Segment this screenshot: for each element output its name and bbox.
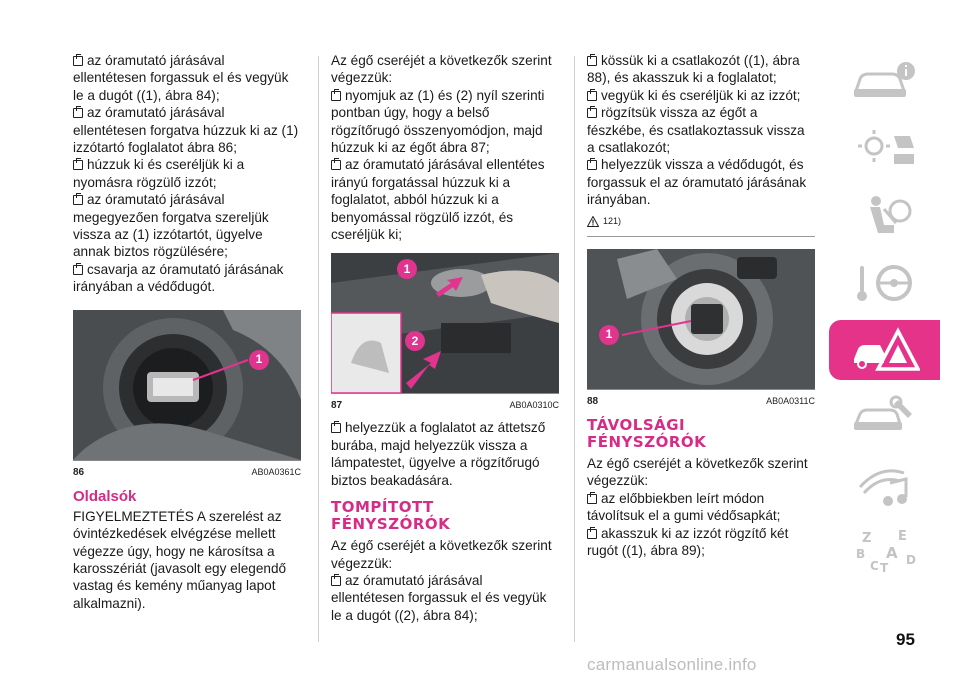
chapter-tabs: Z E B A C T D xyxy=(829,52,940,588)
column-2: Az égő cseréjét a következők szerint vég… xyxy=(331,52,559,624)
checkbox-bullet-icon xyxy=(587,491,597,504)
intro-paragraph: Az égő cseréjét a következők szerint vég… xyxy=(587,456,808,489)
warning-reference: 121) xyxy=(587,213,815,230)
list-item: az előbbiekben leírt módon távolítsuk el… xyxy=(587,490,781,524)
warning-triangle-icon xyxy=(587,215,599,227)
section-title-tompitott: TOMPÍTOTT FÉNYSZÓRÓK xyxy=(331,498,451,534)
list-item: csavarja az óramutató járásának irányába… xyxy=(73,261,284,295)
checkbox-bullet-icon xyxy=(331,88,341,101)
figure-caption: 88 AB0A0311C xyxy=(587,396,815,407)
tab-emergency[interactable] xyxy=(829,320,940,380)
index-letter: T xyxy=(880,561,889,574)
column-divider xyxy=(574,56,575,642)
car-info-icon xyxy=(853,62,915,97)
checkbox-bullet-icon xyxy=(73,262,83,275)
checkbox-bullet-icon xyxy=(587,526,597,539)
column-3: kössük ki a csatlakozót ((1), ábra 88), … xyxy=(587,52,815,560)
list-item: az óramutató járásával ellentétesen forg… xyxy=(73,53,289,103)
fog-lamp-removal-illustration xyxy=(331,253,559,394)
checkbox-bullet-icon xyxy=(73,54,83,66)
tab-alphabet-index[interactable]: Z E B A C T D xyxy=(829,521,940,581)
instruction-list: az előbbiekben leírt módon távolítsuk el… xyxy=(587,490,815,560)
instruction-list: nyomjuk az (1) és (2) nyíl szerinti pont… xyxy=(331,87,559,244)
index-letter: C xyxy=(870,559,879,573)
figure-caption: 86 AB0A0361C xyxy=(73,467,301,478)
checkbox-bullet-icon xyxy=(73,158,83,171)
tab-airbag-seat[interactable] xyxy=(829,186,940,246)
list-item: rögzítsük vissza az égőt a fészkébe, és … xyxy=(587,105,805,156)
checkbox-bullet-icon xyxy=(587,158,597,171)
checkbox-bullet-icon xyxy=(331,158,341,171)
list-item: húzzuk ki és cseréljük ki a nyomásra rög… xyxy=(73,157,245,190)
figure-callout: 1 xyxy=(599,325,619,346)
list-item: helyezzük vissza a védődugót, és forgass… xyxy=(587,157,807,208)
list-item: vegyük ki és cseréljük ki az izzót; xyxy=(587,87,815,104)
figure-code: AB0A0361C xyxy=(251,466,301,477)
maintenance-wrench-icon xyxy=(853,395,912,430)
list-item: nyomjuk az (1) és (2) nyíl szerinti pont… xyxy=(331,87,545,156)
checkbox-bullet-icon xyxy=(587,54,597,66)
list-item: helyezzük a foglalatot az áttetsző buráb… xyxy=(331,420,546,488)
tab-steering-key[interactable] xyxy=(829,253,940,313)
tab-car-info[interactable] xyxy=(829,52,940,112)
figure-87-image: 1 2 xyxy=(331,253,559,395)
checkbox-bullet-icon xyxy=(331,421,341,434)
checkbox-bullet-icon xyxy=(73,106,83,119)
intro-paragraph: Az égő cseréjét a következők szerint vég… xyxy=(331,538,552,571)
index-letter: D xyxy=(906,553,916,567)
emergency-warning-icon xyxy=(853,327,920,371)
figure-callout: 2 xyxy=(405,331,425,352)
headlamp-connector-illustration xyxy=(587,249,815,390)
divider xyxy=(587,236,815,238)
section-title-tavolsagi: TÁVOLSÁGI FÉNYSZÓRÓK xyxy=(587,416,707,452)
watermark-text: carmanualsonline.info xyxy=(587,655,757,674)
checkbox-bullet-icon xyxy=(331,573,341,586)
page-number: 95 xyxy=(896,630,915,649)
airbag-seat-icon xyxy=(869,196,911,233)
headlamp-socket-illustration xyxy=(73,309,301,460)
section-title-oldalsok: Oldalsók xyxy=(73,487,137,505)
checkbox-bullet-icon xyxy=(587,88,597,101)
tab-multimedia[interactable] xyxy=(829,454,940,514)
list-item: az óramutató járásával ellentétes irányú… xyxy=(331,157,545,243)
instruction-list: az óramutató járásával ellentétesen forg… xyxy=(331,572,559,624)
warning-reference-number: 121) xyxy=(603,215,622,226)
figure-callout: 1 xyxy=(397,259,417,280)
index-letter: Z xyxy=(862,531,871,546)
alphabet-index-icon: Z E B A C T D xyxy=(856,529,916,574)
dashboard-lights-icon xyxy=(857,130,914,164)
list-item: kössük ki a csatlakozót ((1), ábra 88), … xyxy=(587,53,800,86)
index-letter: B xyxy=(856,547,865,561)
checkbox-bullet-icon xyxy=(587,106,597,119)
index-letter: A xyxy=(886,544,898,562)
figure-caption: 87 AB0A0310C xyxy=(331,400,559,411)
intro-paragraph: Az égő cseréjét a következők szerint vég… xyxy=(331,53,552,86)
instruction-list: kössük ki a csatlakozót ((1), ábra 88), … xyxy=(587,52,815,209)
figure-number: 87 xyxy=(331,400,343,412)
list-item: az óramutató járásával ellentétesen forg… xyxy=(331,572,547,623)
list-item: az óramutató járásával megegyezően forga… xyxy=(73,192,269,260)
tab-maintenance[interactable] xyxy=(829,387,940,447)
index-letter: E xyxy=(898,529,907,544)
tab-dashboard-lights[interactable] xyxy=(829,119,940,179)
steering-wheel-key-icon xyxy=(856,265,912,301)
instruction-list: az óramutató járásával ellentétesen forg… xyxy=(73,52,301,296)
figure-code: AB0A0311C xyxy=(766,396,815,407)
figure-number: 86 xyxy=(73,466,85,478)
figure-code: AB0A0310C xyxy=(509,400,559,411)
checkbox-bullet-icon xyxy=(73,193,83,206)
list-item: az óramutató járásával ellentétesen forg… xyxy=(73,105,299,156)
column-1: az óramutató járásával ellentétesen forg… xyxy=(73,52,301,612)
list-item: akasszuk ki az izzót rögzítő két rugót (… xyxy=(587,525,789,559)
figure-86-image: 1 xyxy=(73,309,301,461)
figure-88-image: 1 xyxy=(587,249,815,391)
instruction-list: helyezzük a foglalatot az áttetsző buráb… xyxy=(331,419,559,489)
column-divider xyxy=(318,56,319,642)
multimedia-note-icon xyxy=(858,469,907,506)
figure-callout: 1 xyxy=(249,349,269,370)
warning-paragraph: FIGYELMEZTETÉS A szerelést az óvintézked… xyxy=(73,508,287,611)
figure-number: 88 xyxy=(587,396,599,408)
